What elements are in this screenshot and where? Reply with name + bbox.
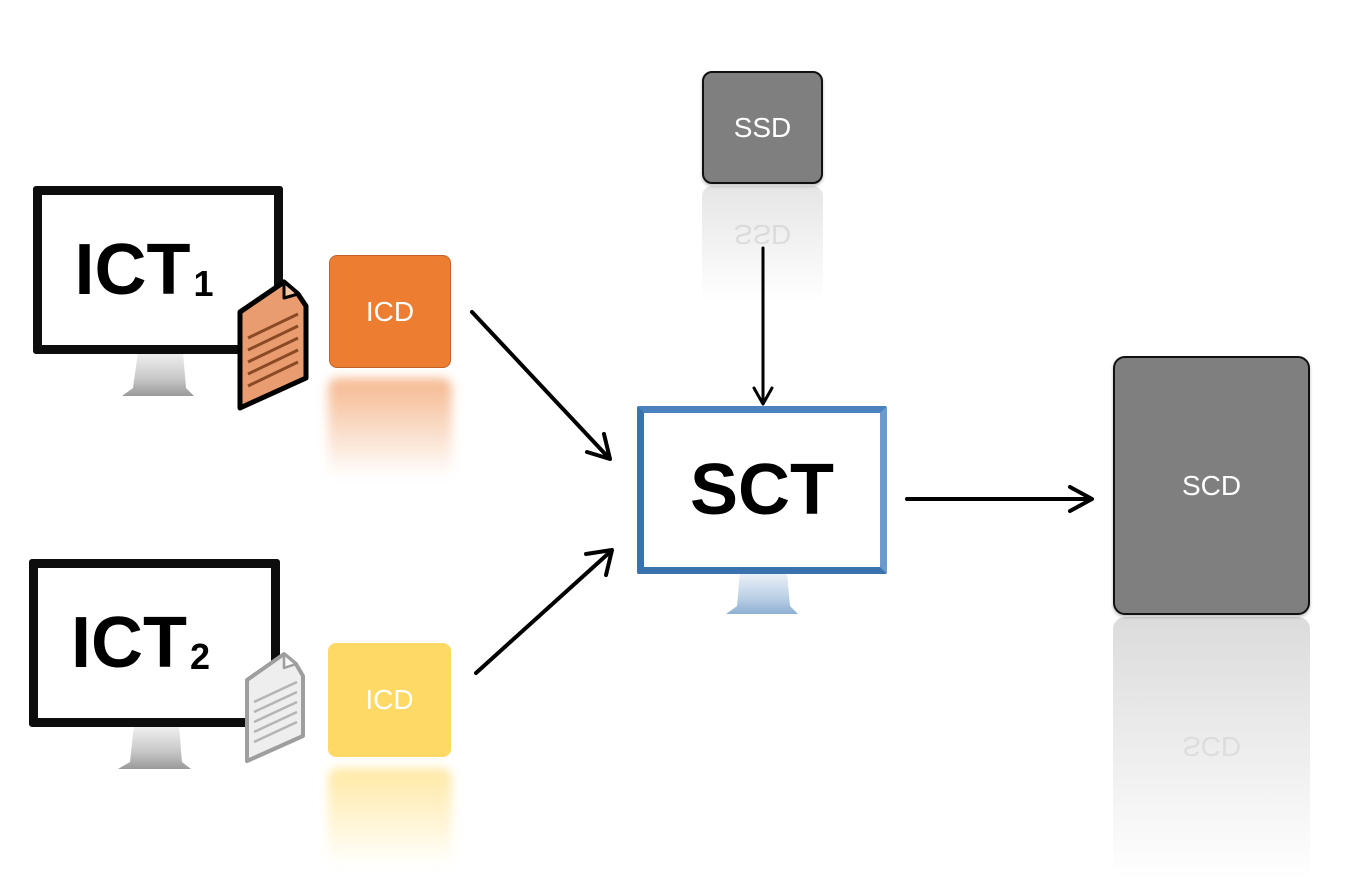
icd2-box: ICD [328,643,451,757]
scd-box: SCD [1113,356,1310,615]
scd-reflection [1113,617,1310,880]
ict2-label: ICT2 [70,603,210,683]
ssd-label: SSD [733,111,792,143]
sct-label: SCT [690,450,834,530]
ssd-reflection [702,186,823,301]
arrow-icd1-to-sct [470,310,612,461]
sct-monitor: SCT [637,406,887,574]
icd1-box: ICD [329,255,451,368]
ict2-stand [118,725,191,769]
icd1-reflection [328,378,452,478]
ict2-monitor: ICT2 [29,559,280,727]
arrow-sct-to-scd [905,485,1094,513]
ict1-monitor: ICT1 [33,186,283,354]
icd2-label: ICD [365,684,414,715]
sct-stand [726,572,798,614]
icd1-label: ICD [365,295,415,327]
document-icon [245,652,305,763]
document-icon [237,279,309,411]
arrow-icd2-to-sct [474,548,614,675]
ssd-box: SSD [702,71,823,184]
ict1-stand [122,352,194,396]
icd2-reflection [328,768,452,868]
ict1-label: ICT1 [74,230,214,310]
arrow-ssd-to-sct [752,246,774,406]
scd-label: SCD [1181,469,1242,501]
